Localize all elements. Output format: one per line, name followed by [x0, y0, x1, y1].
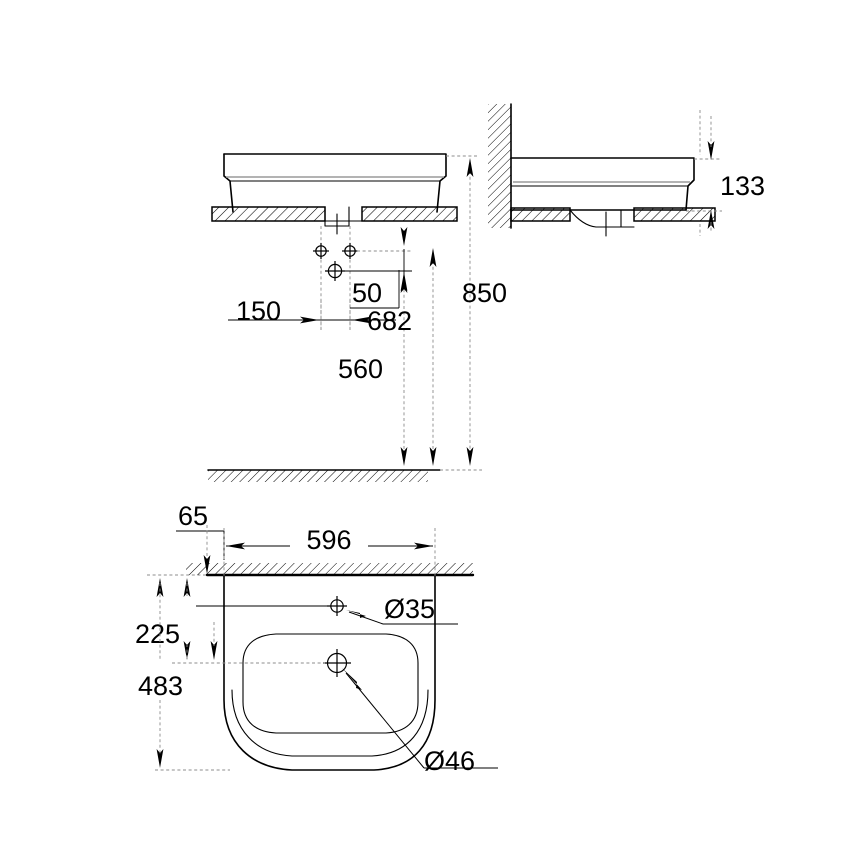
dimension-label-133: 133 [720, 171, 765, 201]
dimension-65: 65 [176, 501, 225, 574]
dimension-label-65: 65 [178, 501, 208, 531]
dimension-560: 560 [338, 274, 408, 466]
waste-connection-symbol [325, 261, 345, 281]
countertop-right-segment [361, 206, 458, 222]
dimension-133: 133 [686, 110, 765, 236]
dimension-label-483: 483 [138, 671, 183, 701]
plan-view: Ø35 Ø46 65 596 [135, 501, 498, 776]
wall-plan [147, 563, 475, 577]
countertop-slab-front [211, 206, 458, 235]
supply-connection-symbols [313, 243, 412, 281]
side-elevation-view: 133 [488, 103, 765, 237]
dimension-label-596: 596 [306, 525, 351, 555]
countertop-side-left-segment [510, 207, 571, 222]
dimension-150: 150 [228, 296, 396, 330]
dimension-850: 850 [446, 155, 507, 466]
dimension-label-225: 225 [135, 619, 180, 649]
callout-label-dia35: Ø35 [384, 594, 435, 624]
dimension-label-560: 560 [338, 354, 383, 384]
tap-hole-plan [196, 596, 347, 616]
dimension-483: 483 [138, 578, 230, 771]
supply-hole-right [342, 243, 358, 259]
floor-hatching [208, 470, 428, 482]
dimension-label-50: 50 [352, 278, 382, 308]
wall-plan-hatching [186, 563, 473, 575]
countertop-side-right-segment [633, 207, 716, 222]
wall-side [488, 103, 512, 229]
front-elevation-view: 150 50 560 682 850 [207, 153, 507, 482]
waste-outlet-plan [172, 649, 351, 677]
callout-dia46: Ø46 [342, 668, 498, 776]
dimension-label-850: 850 [462, 278, 507, 308]
floor-line-front [207, 469, 482, 482]
basin-front-body [223, 153, 447, 213]
basin-plan-outline [223, 574, 436, 771]
wall-hatching [488, 104, 511, 228]
callout-dia35: Ø35 [346, 594, 458, 625]
dimension-682: 682 [367, 248, 437, 466]
dimension-label-150: 150 [236, 296, 281, 326]
callout-label-dia46: Ø46 [424, 746, 475, 776]
countertop-left-segment [211, 206, 326, 222]
supply-hole-left [313, 243, 329, 259]
dimension-596: 596 [223, 525, 436, 576]
dimension-225: 225 [135, 578, 218, 660]
countertop-slab-side [510, 207, 716, 237]
dimension-label-682: 682 [367, 306, 412, 336]
